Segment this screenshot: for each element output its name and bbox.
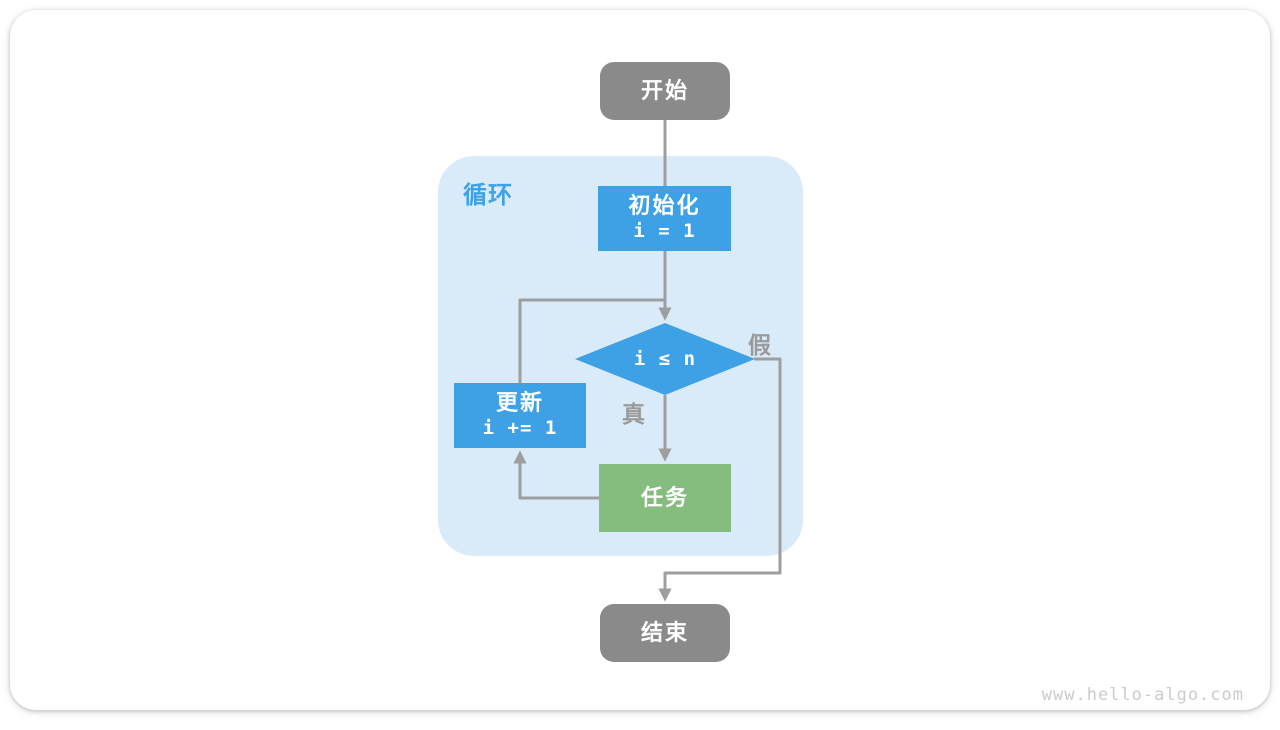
node-end: 结束 xyxy=(600,604,730,662)
connector-lines xyxy=(513,120,782,602)
diagram-card: 循环 开始 初始化 i = 1 i ≤ n 更新 i += xyxy=(10,10,1270,710)
edge-label-false: 假 xyxy=(748,332,771,358)
watermark: www.hello-algo.com xyxy=(1041,685,1244,705)
edge-label-true: 真 xyxy=(622,401,645,427)
node-init-label: 初始化 xyxy=(628,193,701,218)
flowchart-canvas: 循环 开始 初始化 i = 1 i ≤ n 更新 i += xyxy=(10,10,1280,730)
node-init-code: i = 1 xyxy=(633,220,696,242)
node-task-label: 任务 xyxy=(640,485,689,510)
edge-condition-to-end xyxy=(658,357,782,602)
node-start: 开始 xyxy=(600,62,730,120)
node-update-label: 更新 xyxy=(495,390,544,415)
node-task: 任务 xyxy=(599,464,731,532)
node-start-label: 开始 xyxy=(640,78,689,103)
node-condition-code: i ≤ n xyxy=(633,347,697,370)
node-update-code: i += 1 xyxy=(482,417,558,439)
edge-update-to-condition xyxy=(518,298,665,383)
node-end-label: 结束 xyxy=(640,620,689,645)
edge-task-to-update xyxy=(513,450,599,500)
loop-label: 循环 xyxy=(463,182,513,209)
node-update: 更新 i += 1 xyxy=(454,383,586,448)
node-init: 初始化 i = 1 xyxy=(598,186,731,251)
